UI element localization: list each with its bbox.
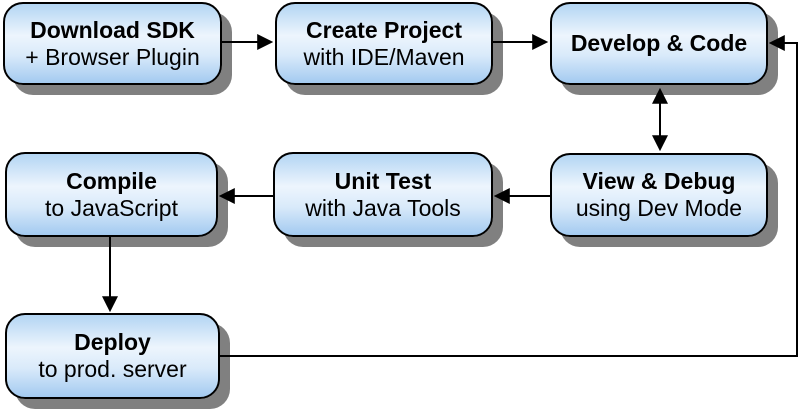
node-download-sdk: Download SDK + Browser Plugin (3, 2, 222, 85)
node-subtitle: with IDE/Maven (303, 43, 465, 70)
node-deploy: Deploy to prod. server (5, 313, 220, 399)
node-view-debug: View & Debug using Dev Mode (550, 153, 768, 237)
node-title: View & Debug (582, 168, 736, 194)
node-title: Download SDK (30, 16, 195, 43)
node-develop-code: Develop & Code (550, 2, 768, 85)
node-subtitle: + Browser Plugin (25, 43, 200, 70)
node-subtitle: with Java Tools (305, 194, 461, 221)
node-compile: Compile to JavaScript (5, 152, 218, 237)
node-title: Create Project (306, 16, 462, 43)
node-unit-test: Unit Test with Java Tools (273, 152, 493, 237)
node-subtitle: using Dev Mode (575, 195, 743, 221)
node-subtitle: to prod. server (38, 356, 187, 382)
node-title: Develop & Code (570, 30, 748, 56)
node-title: Deploy (74, 329, 151, 355)
node-subtitle: to JavaScript (45, 194, 178, 221)
node-title: Compile (66, 167, 157, 194)
node-create-project: Create Project with IDE/Maven (275, 2, 493, 85)
node-title: Unit Test (334, 167, 432, 194)
